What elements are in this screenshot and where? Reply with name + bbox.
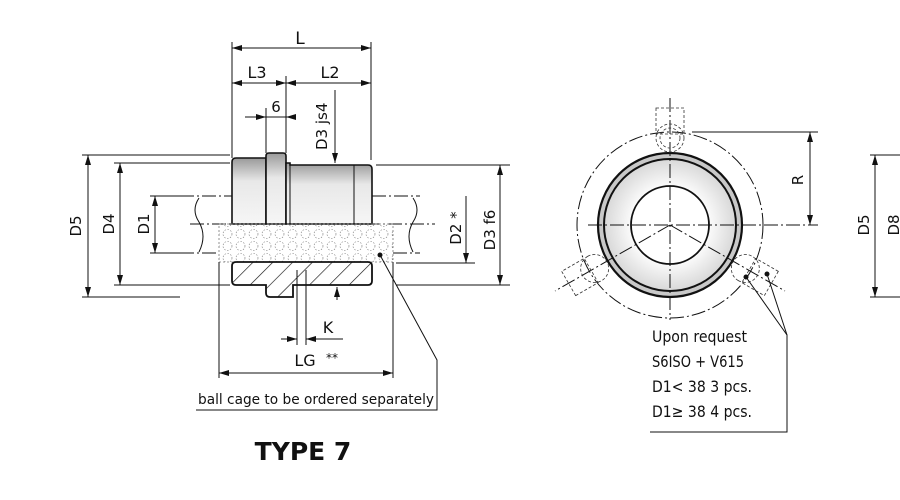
bushing-body	[231, 157, 267, 225]
dim-L2: L2	[320, 63, 339, 82]
ball-cage	[218, 223, 394, 263]
dim-L: L	[295, 29, 305, 49]
right-partial-view	[870, 154, 900, 298]
note-line-3: D1< 38 3 pcs.	[652, 377, 752, 396]
dim-D8: D8	[885, 214, 900, 235]
dim-R: R	[789, 175, 807, 185]
drawing-title: TYPE 7	[255, 437, 352, 466]
note-line-1: Upon request	[652, 327, 747, 346]
dim-D5-right: D5	[855, 214, 873, 235]
lug-left	[561, 254, 610, 297]
ball-cage-note: ball cage to be ordered separately	[198, 392, 434, 408]
note-line-2: S6ISO + V615	[652, 352, 744, 371]
dim-LG: LG	[294, 351, 315, 370]
dim-LG-note: **	[326, 351, 338, 365]
dim-D3-js4: D3 js4	[313, 103, 331, 150]
dim-6: 6	[271, 98, 281, 116]
hatched-section	[231, 261, 373, 298]
dim-D2: D2 *	[447, 211, 465, 245]
dim-D5: D5	[67, 215, 85, 236]
side-view	[82, 42, 510, 411]
note-line-4: D1≥ 38 4 pcs.	[652, 402, 752, 421]
dim-L3: L3	[247, 63, 266, 82]
dim-D4: D4	[100, 213, 118, 234]
front-view	[554, 98, 818, 433]
dim-D3-f6: D3 f6	[481, 210, 499, 251]
lug-right	[730, 254, 779, 297]
dim-K: K	[323, 318, 334, 337]
dim-D1: D1	[135, 213, 153, 234]
lug-top	[655, 107, 685, 153]
flange	[265, 152, 287, 225]
